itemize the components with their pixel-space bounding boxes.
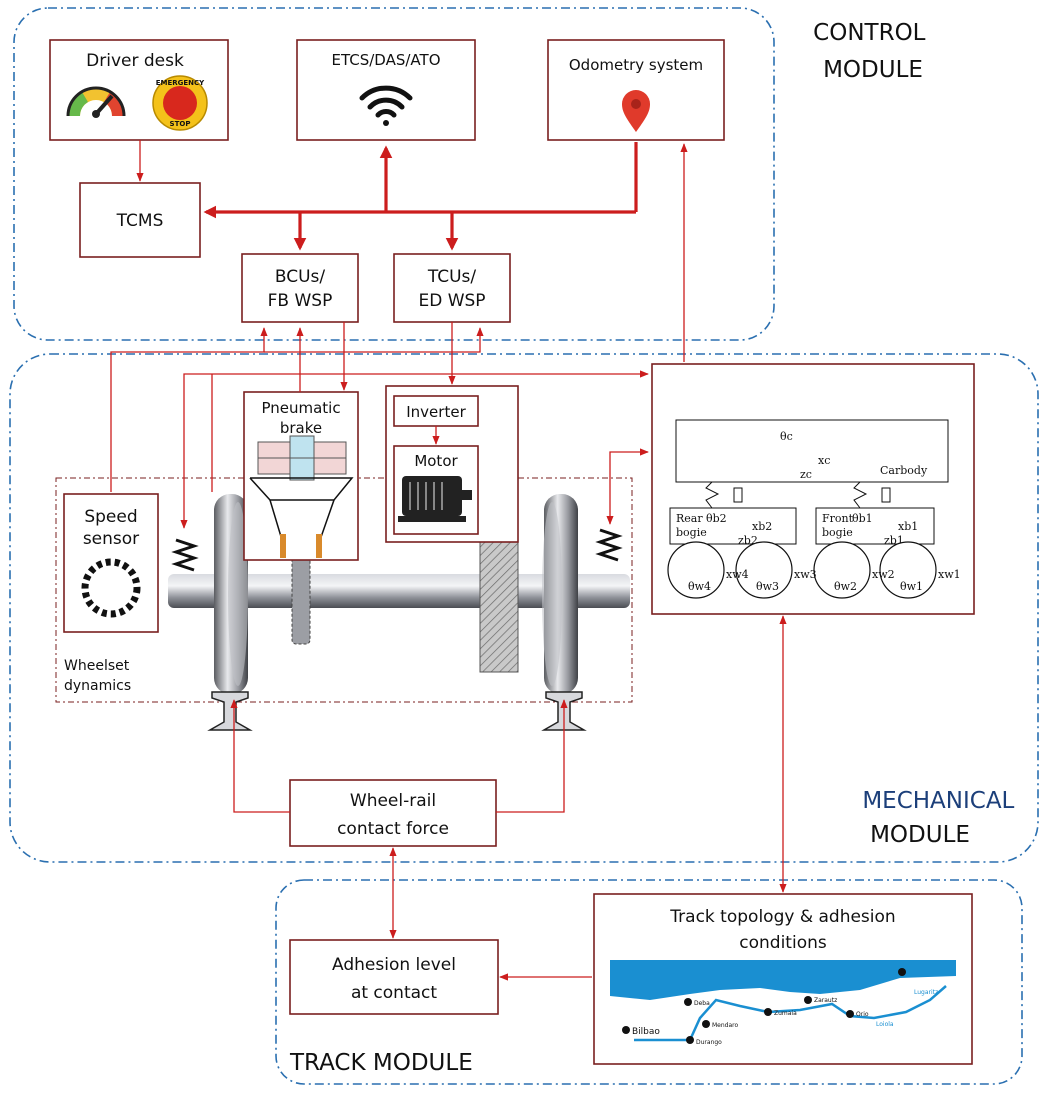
svg-text:θb1: θb1	[852, 512, 873, 525]
svg-text:θw2: θw2	[834, 580, 857, 593]
svg-text:xw4: xw4	[726, 568, 749, 581]
svg-text:BCUs/: BCUs/	[275, 267, 326, 287]
svg-text:ETCS/DAS/ATO: ETCS/DAS/ATO	[332, 51, 441, 69]
svg-text:Durango: Durango	[696, 1039, 722, 1046]
svg-text:xb2: xb2	[752, 520, 772, 533]
svg-text:Loiola: Loiola	[876, 1021, 894, 1028]
svg-text:Carbody: Carbody	[880, 464, 928, 477]
right-spring-icon	[595, 528, 623, 562]
svg-text:xc: xc	[818, 454, 830, 467]
wheelset-dynamics-label: Wheelset dynamics	[64, 658, 134, 694]
speedometer-icon	[66, 86, 126, 118]
svg-text:Wheel-rail: Wheel-rail	[350, 791, 436, 811]
connections	[110, 143, 787, 981]
svg-text:xb1: xb1	[898, 520, 918, 533]
svg-text:θw4: θw4	[688, 580, 711, 593]
wheelset-dynamics-frame	[55, 477, 633, 703]
svg-text:Front: Front	[822, 512, 854, 525]
emergency-stop-icon: EMERGENCY STOP	[152, 75, 208, 131]
svg-text:Mendaro: Mendaro	[712, 1022, 738, 1029]
control-bus	[136, 140, 638, 251]
svg-text:xw2: xw2	[872, 568, 895, 581]
svg-text:θw1: θw1	[900, 580, 923, 593]
svg-text:at contact: at contact	[351, 983, 437, 1003]
svg-text:Rear: Rear	[676, 512, 703, 525]
vehicle-model-box: Carbody θc xc zc Rear bogie θb2 xb2 zb2 …	[651, 363, 975, 615]
svg-text:Driver desk: Driver desk	[86, 51, 184, 71]
svg-text:Motor: Motor	[414, 452, 458, 470]
svg-text:zc: zc	[800, 468, 812, 481]
motor-box: Motor	[393, 445, 479, 535]
svg-text:Lugaritz: Lugaritz	[914, 989, 938, 996]
svg-text:conditions: conditions	[739, 933, 827, 953]
location-pin-icon	[622, 90, 650, 132]
wifi-icon	[359, 85, 413, 126]
contact-force-box: Wheel-rail contact force	[289, 779, 497, 847]
svg-text:ED WSP: ED WSP	[418, 291, 485, 311]
svg-text:sensor: sensor	[83, 529, 139, 549]
wheelset-illustration	[168, 467, 630, 731]
svg-text:θb2: θb2	[706, 512, 727, 525]
svg-text:Orio: Orio	[856, 1011, 869, 1018]
tcms-box: TCMS	[79, 182, 201, 258]
control-module-boundary	[13, 7, 775, 341]
speed-sensor-box: Speed sensor	[63, 493, 159, 633]
track-module-title: TRACK MODULE	[289, 1050, 473, 1076]
svg-text:TCMS: TCMS	[116, 211, 164, 231]
svg-text:Pneumatic: Pneumatic	[261, 399, 340, 417]
track-module-boundary	[275, 879, 1023, 1085]
etcs-box: ETCS/DAS/ATO	[296, 39, 476, 141]
mechanical-module-boundary	[9, 353, 1039, 863]
pneumatic-brake-box: Pneumatic brake	[243, 391, 359, 561]
svg-text:xw3: xw3	[794, 568, 817, 581]
svg-text:Bilbao: Bilbao	[632, 1027, 660, 1037]
tone-wheel-icon	[81, 558, 141, 618]
svg-text:θw3: θw3	[756, 580, 779, 593]
inverter-box: Inverter	[393, 395, 479, 427]
svg-text:Adhesion level: Adhesion level	[332, 955, 456, 975]
adhesion-box: Adhesion level at contact	[289, 939, 499, 1015]
control-module-title: CONTROL MODULE	[813, 20, 933, 83]
mechanical-module-title: MECHANICAL MODULE	[862, 788, 1021, 848]
svg-text:FB WSP: FB WSP	[268, 291, 333, 311]
svg-text:Amara-Donostia: Amara-Donostia	[900, 979, 949, 986]
svg-text:Speed: Speed	[84, 507, 137, 527]
svg-text:STOP: STOP	[170, 120, 191, 128]
svg-text:xw1: xw1	[938, 568, 961, 581]
left-spring-icon	[171, 538, 199, 572]
svg-text:TCUs/: TCUs/	[427, 267, 477, 287]
svg-text:EMERGENCY: EMERGENCY	[156, 79, 205, 87]
bcu-box: BCUs/ FB WSP	[241, 253, 359, 323]
svg-text:Zarautz: Zarautz	[814, 997, 837, 1004]
svg-text:contact force: contact force	[337, 819, 449, 839]
svg-text:Zumaia: Zumaia	[774, 1010, 797, 1017]
driver-desk-box: Driver desk EMERGENCY STOP	[49, 39, 229, 141]
svg-text:Deba: Deba	[694, 1000, 710, 1007]
track-topology-box: Track topology & adhesion conditions Bil…	[593, 893, 973, 1065]
route-map: Bilbao Durango Mendaro Deba Zumaia Zarau…	[610, 960, 956, 1056]
svg-text:Odometry system: Odometry system	[569, 56, 703, 74]
odometry-box: Odometry system	[547, 39, 725, 141]
tcu-box: TCUs/ ED WSP	[393, 253, 511, 323]
svg-text:brake: brake	[280, 419, 322, 437]
svg-text:θc: θc	[780, 430, 793, 443]
svg-text:Track topology & adhesion: Track topology & adhesion	[669, 907, 895, 927]
svg-text:bogie: bogie	[676, 526, 707, 539]
svg-text:bogie: bogie	[822, 526, 853, 539]
svg-text:Inverter: Inverter	[406, 403, 466, 421]
